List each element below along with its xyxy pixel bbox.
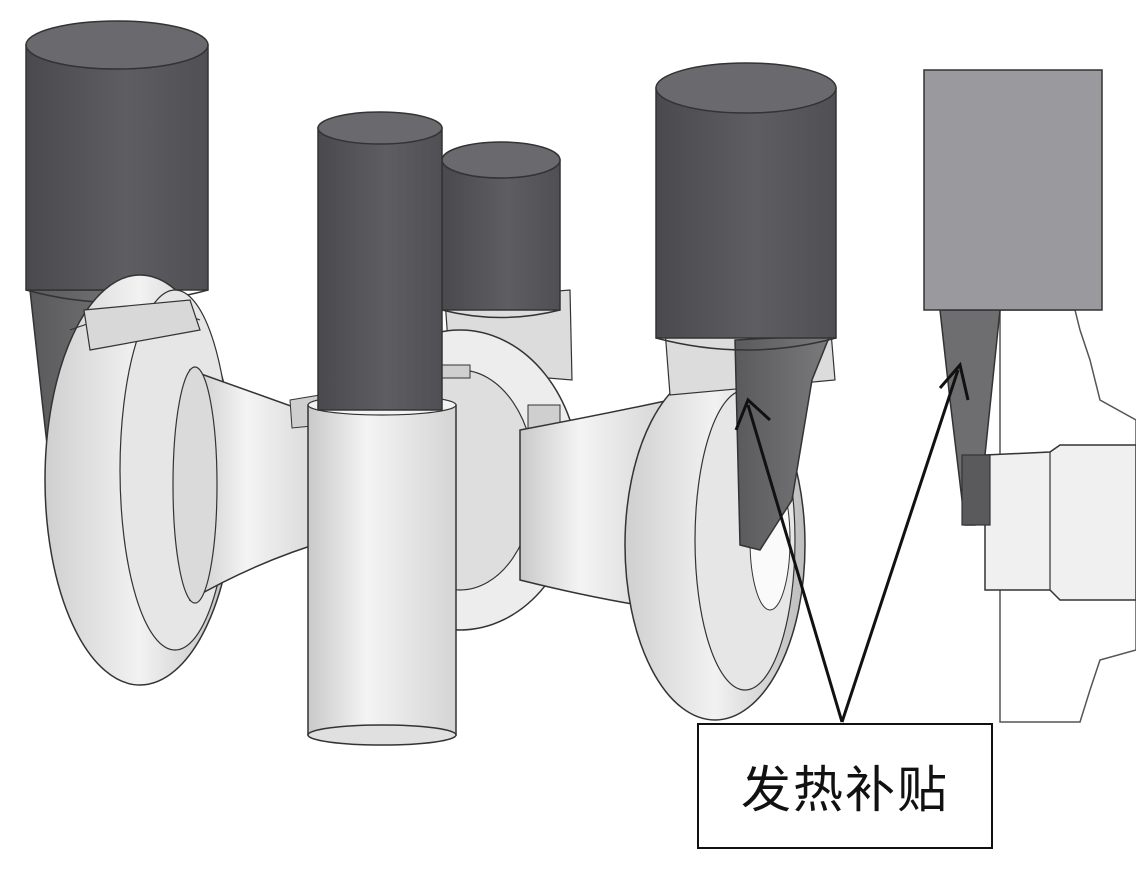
left-riser-body — [25, 44, 209, 291]
arrow-right-pad — [746, 404, 844, 723]
section-nozzle — [984, 444, 1136, 601]
arrow-section-pad-head — [938, 361, 970, 401]
callout-box: 发热补贴 — [697, 723, 993, 849]
callout-label: 发热补贴 — [741, 761, 949, 819]
arrow-right-pad-head — [734, 397, 772, 431]
center-riser-body — [317, 127, 443, 411]
arrow-section-pad — [840, 369, 960, 723]
back-riser-body — [441, 159, 561, 311]
right-riser-assembly — [655, 62, 837, 551]
left-riser-top — [25, 20, 209, 70]
section-pad-lower — [961, 454, 991, 526]
section-riser — [923, 69, 1103, 311]
center-riser-assembly — [307, 111, 457, 746]
leader-arrows — [734, 361, 970, 723]
section-view — [923, 69, 1136, 723]
center-boss — [307, 404, 457, 736]
right-riser-body — [655, 87, 837, 339]
